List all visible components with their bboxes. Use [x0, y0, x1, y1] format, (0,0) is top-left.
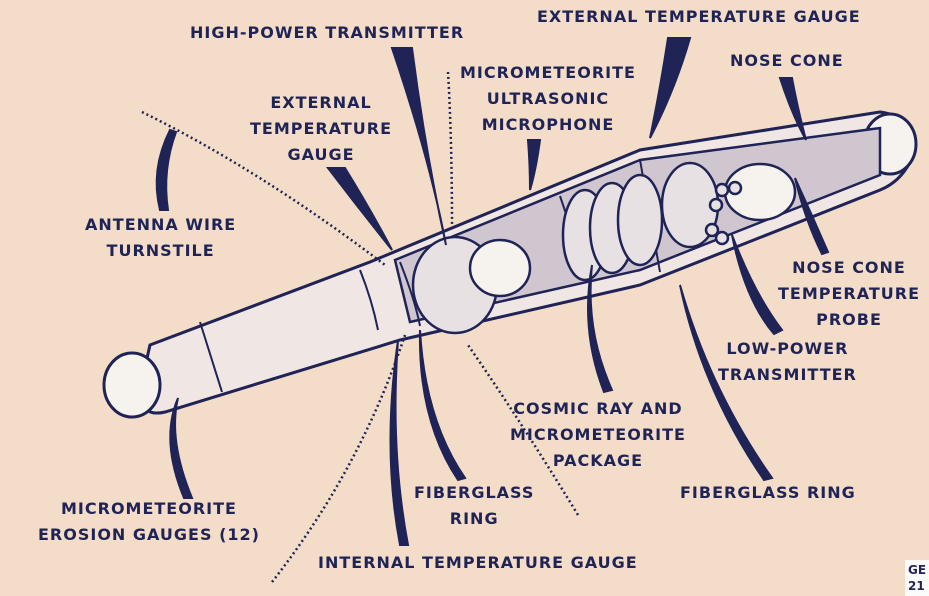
label-line: MICROMETEORITE [510, 425, 686, 444]
antenna-wires [141, 71, 580, 583]
label-line: FIBERGLASS [414, 483, 535, 502]
label-line: COSMIC RAY AND [513, 399, 683, 418]
label-line: RING [449, 509, 499, 528]
label-line: TURNSTILE [106, 241, 215, 260]
label-line: MICROPHONE [481, 115, 615, 134]
label-line: TEMPERATURE [250, 119, 393, 138]
label-line: PACKAGE [552, 451, 644, 470]
label-line: EXTERNAL [270, 93, 372, 112]
label-external-temperature-gauge-left: EXTERNAL TEMPERATURE GAUGE [250, 90, 392, 168]
label-line: LOW-POWER [726, 339, 849, 358]
label-line: GAUGE [287, 145, 355, 164]
label-high-power-transmitter: HIGH-POWER TRANSMITTER [190, 23, 465, 42]
label-line: PROBE [816, 310, 882, 329]
label-line: TRANSMITTER [718, 365, 857, 384]
label-line: ULTRASONIC [486, 89, 610, 108]
label-line: MICROMETEORITE [460, 63, 636, 82]
label-erosion-gauges: MICROMETEORITE EROSION GAUGES (12) [38, 496, 260, 548]
label-fiberglass-ring-right: FIBERGLASS RING [680, 483, 856, 502]
corner-code-line: GE [908, 563, 927, 577]
internal-components [411, 161, 797, 335]
label-line: TEMPERATURE [778, 284, 921, 303]
corner-code-line: 21 [908, 579, 925, 593]
label-line: ANTENNA WIRE [85, 215, 237, 234]
label-nose-cone: NOSE CONE [730, 51, 844, 70]
label-fiberglass-ring-center: FIBERGLASS RING [414, 480, 534, 532]
label-antenna-wire-turnstile: ANTENNA WIRE TURNSTILE [85, 212, 236, 264]
label-external-temperature-gauge-top: EXTERNAL TEMPERATURE GAUGE [537, 7, 861, 26]
label-internal-temperature-gauge: INTERNAL TEMPERATURE GAUGE [318, 553, 638, 572]
label-micrometeorite-microphone: MICROMETEORITE ULTRASONIC MICROPHONE [460, 60, 636, 138]
label-nose-cone-temperature-probe: NOSE CONE TEMPERATURE PROBE [778, 255, 920, 333]
label-line: MICROMETEORITE [61, 499, 237, 518]
label-line: EROSION GAUGES (12) [38, 525, 260, 544]
label-cosmic-ray-package: COSMIC RAY AND MICROMETEORITE PACKAGE [510, 396, 686, 474]
leader-lines [155, 37, 830, 546]
corner-code: GE 21 [905, 560, 929, 596]
label-line: NOSE CONE [792, 258, 906, 277]
label-low-power-transmitter: LOW-POWER TRANSMITTER [718, 336, 857, 388]
